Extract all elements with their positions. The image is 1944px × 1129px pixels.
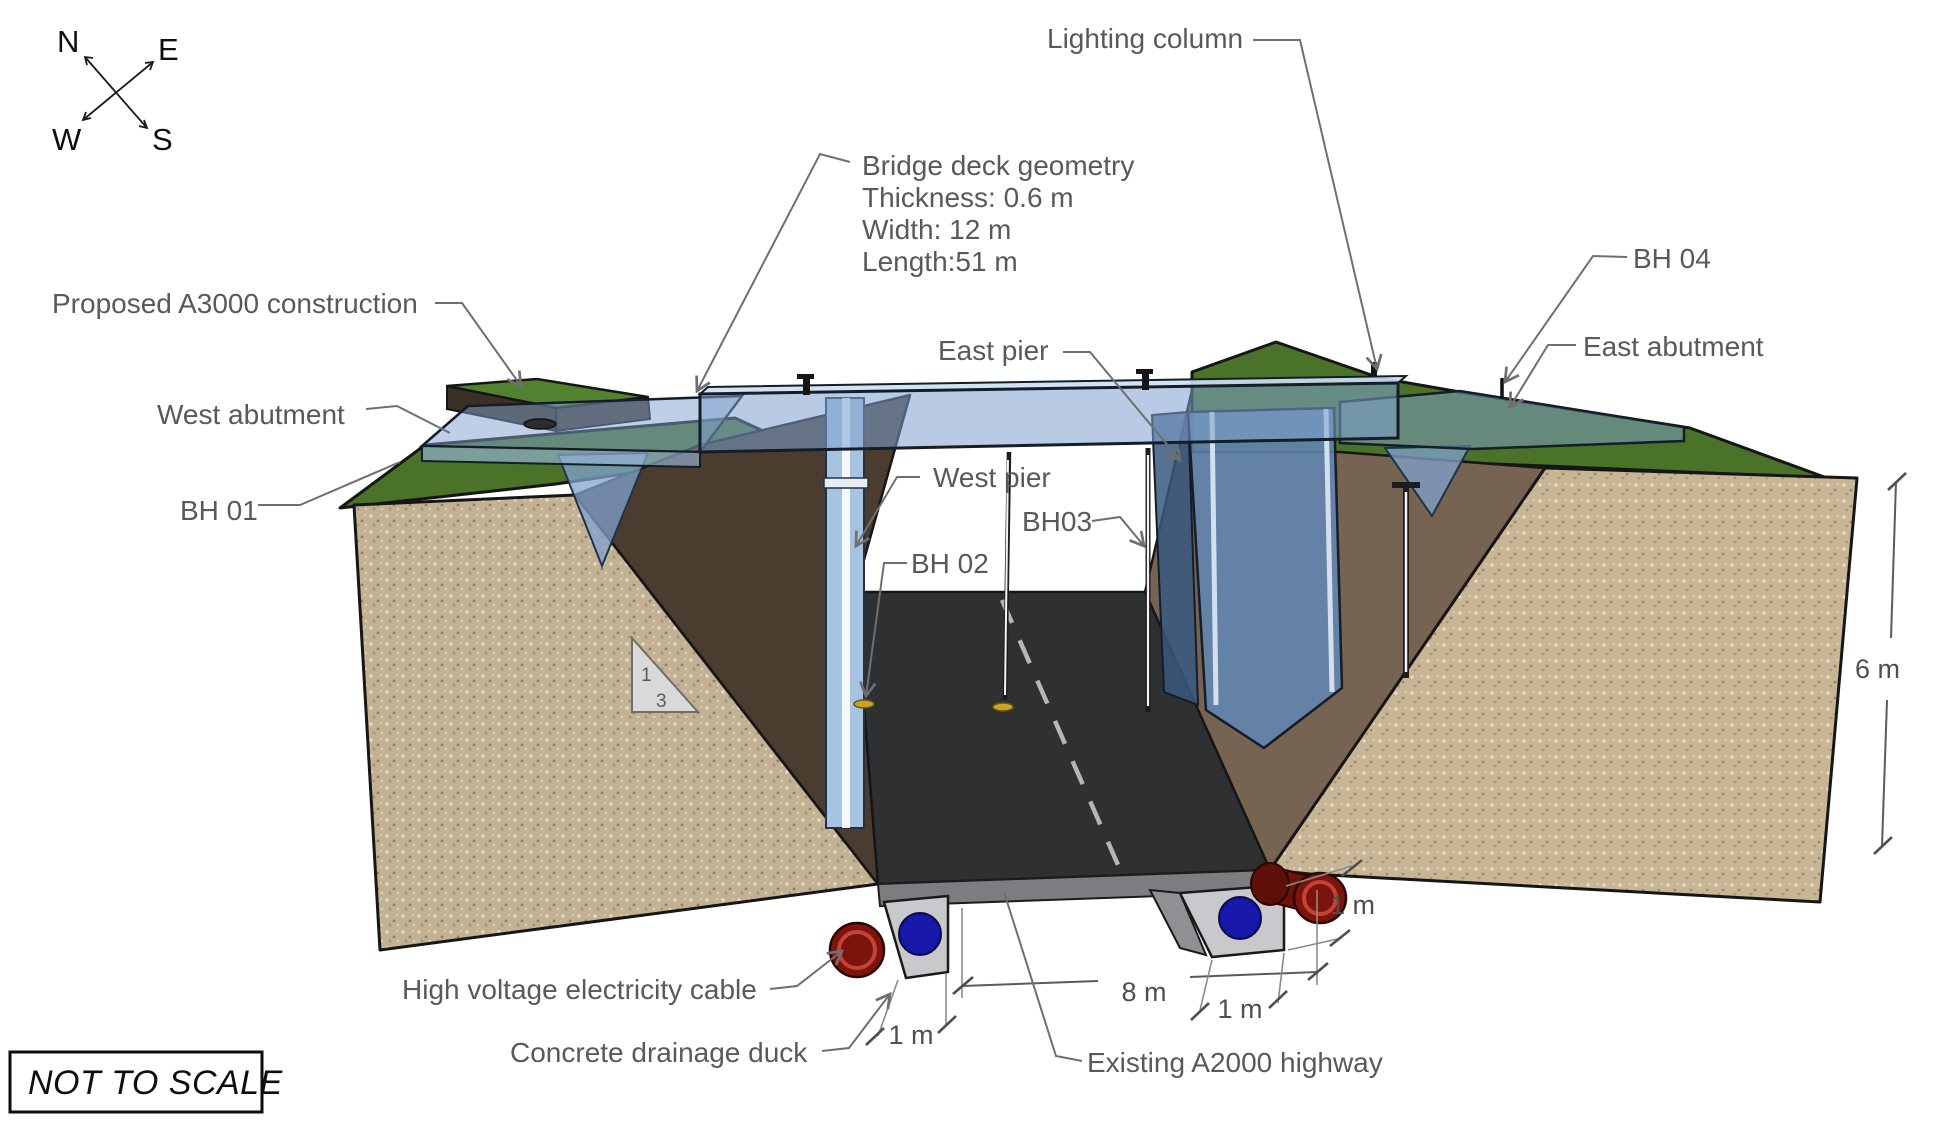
- west-pier-column: [823, 397, 869, 829]
- leader-deck-geometry: [695, 152, 851, 394]
- compass-s: S: [152, 122, 173, 157]
- leader-east-pier: [1063, 351, 1182, 463]
- road-centerline: [999, 599, 1125, 875]
- leader-west-pier: [854, 476, 920, 549]
- dim-west-duct-value: 1 m: [888, 1020, 933, 1050]
- dimensions: 6 m 8 m 1 m 1 m: [865, 472, 1907, 1050]
- deck-length: Length:51 m: [862, 246, 1018, 277]
- leader-lines: [258, 39, 1628, 1062]
- bridge-deck: [697, 374, 1409, 454]
- leader-west-abutment: [365, 404, 451, 434]
- label-lighting-column: Lighting column: [1047, 23, 1243, 54]
- dim-duct-depth-value: 1 m: [1330, 890, 1375, 920]
- label-bh04: BH 04: [1633, 243, 1711, 274]
- compass-e: E: [158, 32, 179, 67]
- dim-road-width-value: 8 m: [1121, 977, 1166, 1007]
- proposed-a3000-bridge: [418, 362, 1686, 829]
- deck-thickness: Thickness: 0.6 m: [862, 182, 1074, 213]
- slope-horizontal-value: 3: [656, 691, 667, 712]
- label-west-pier: West pier: [933, 462, 1051, 493]
- leader-bh03: [1091, 515, 1146, 549]
- leader-east-abutment: [1508, 344, 1576, 410]
- labels: Lighting column Bridge deck geometry Thi…: [52, 23, 1764, 1078]
- dim-west-duct: 1 m: [865, 974, 957, 1050]
- compass-n: N: [57, 24, 79, 59]
- label-drainage-duct: Concrete drainage duck: [510, 1037, 808, 1068]
- label-hv-cable: High voltage electricity cable: [402, 974, 757, 1005]
- compass-w: W: [52, 122, 82, 157]
- boreholes: [853, 378, 1504, 712]
- west-duct-pipe: [898, 912, 942, 956]
- leader-bh01: [258, 461, 401, 506]
- compass-arrow-e: [144, 60, 155, 71]
- bh01-marker: [523, 418, 557, 430]
- not-to-scale-box: NOT TO SCALE: [8, 1050, 283, 1114]
- west-hv-cable: [828, 921, 886, 979]
- compass-arrow-n: [83, 55, 94, 66]
- slope-vertical-value: 1: [641, 665, 652, 686]
- slope-indicator: 1 3: [631, 635, 701, 713]
- leader-proposed: [435, 302, 523, 389]
- dim-cut-depth: 6 m: [1855, 472, 1907, 855]
- label-bh01: BH 01: [180, 495, 258, 526]
- leader-drainage: [821, 991, 892, 1052]
- services: [828, 862, 1348, 980]
- east-duct-shadow-face: [1148, 888, 1208, 957]
- dim-duct-depth: 1 m: [1285, 858, 1375, 951]
- label-highway: Existing A2000 highway: [1087, 1047, 1383, 1078]
- compass-rose: N E W S: [52, 24, 179, 157]
- label-east-pier: East pier: [938, 335, 1049, 366]
- lighting-column-mid: [1142, 372, 1149, 390]
- borehole-rod-bh02: [1002, 451, 1012, 701]
- compass-arrow-s: [138, 119, 149, 130]
- leader-bh04: [1503, 254, 1628, 385]
- west-abutment-slab: [418, 394, 745, 469]
- dim-cut-depth-value: 6 m: [1855, 654, 1900, 684]
- leader-highway: [1003, 891, 1083, 1062]
- east-abutment-slab: [1338, 389, 1686, 451]
- leader-hv-cable: [769, 949, 845, 990]
- leader-bh02: [859, 562, 907, 699]
- dim-road-width: 8 m: [952, 890, 1329, 1007]
- deck-geometry-title: Bridge deck geometry: [862, 150, 1134, 181]
- compass-arrow-w: [81, 111, 92, 122]
- deck-width: Width: 12 m: [862, 214, 1011, 245]
- dim-east-duct-value: 1 m: [1217, 994, 1262, 1024]
- label-east-abutment: East abutment: [1583, 331, 1764, 362]
- not-to-scale-text: NOT TO SCALE: [28, 1064, 283, 1102]
- east-duct-pipe: [1218, 896, 1262, 940]
- bh03-ground-marker: [992, 702, 1014, 712]
- bh02-ground-marker: [853, 699, 875, 709]
- lighting-column-west: [803, 377, 810, 395]
- dim-east-duct: 1 m: [1190, 952, 1288, 1024]
- label-deck-geometry: Bridge deck geometry Thickness: 0.6 m Wi…: [862, 150, 1134, 277]
- east-hv-cable: [1250, 862, 1348, 925]
- borehole-rod-bh04: [1392, 482, 1420, 678]
- east-soil-front-face: [1268, 466, 1859, 904]
- label-bh02: BH 02: [911, 548, 989, 579]
- label-proposed: Proposed A3000 construction: [52, 288, 418, 319]
- leader-lighting-column: [1253, 39, 1383, 372]
- east-pier-wall: [1150, 406, 1344, 750]
- label-west-abutment: West abutment: [157, 399, 345, 430]
- label-bh03: BH03: [1022, 506, 1092, 537]
